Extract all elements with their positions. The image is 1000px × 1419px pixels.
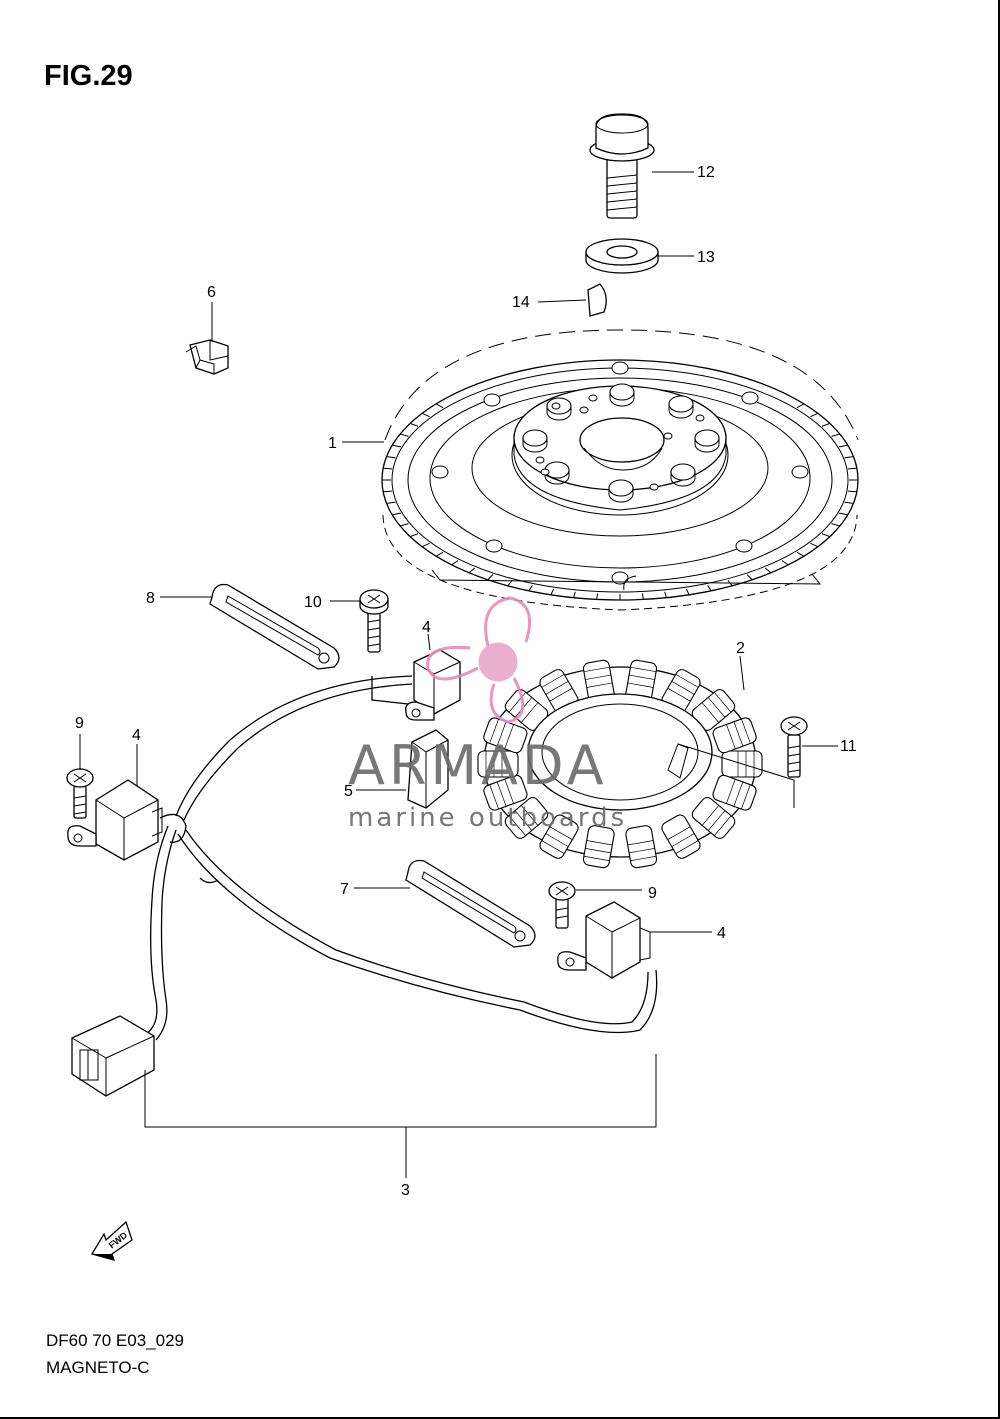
bracket-part-7[interactable] xyxy=(405,859,536,948)
harness-part-3[interactable] xyxy=(67,649,658,1097)
callout-3: 3 xyxy=(401,1182,410,1199)
callout-labels: 1 2 3 4 4 4 5 6 7 8 9 9 10 11 12 13 14 xyxy=(75,164,857,1199)
key-part-14[interactable] xyxy=(587,283,607,317)
washer-part-13[interactable] xyxy=(585,238,659,274)
callout-8: 8 xyxy=(146,590,155,607)
ring-gear-teeth xyxy=(382,403,858,600)
callout-13: 13 xyxy=(697,249,715,266)
flywheel-bolt-bosses xyxy=(522,383,720,503)
armada-watermark: ARMADA marine outboards xyxy=(348,596,627,833)
fwd-direction-arrow: FWD xyxy=(91,1220,133,1261)
flywheel-magnet-pins xyxy=(431,361,809,585)
figure-title: FIG.29 xyxy=(44,60,133,92)
screw-part-9-left[interactable] xyxy=(66,768,94,819)
callout-2: 2 xyxy=(736,640,745,657)
flywheel-part-1[interactable] xyxy=(381,329,859,611)
stator-part-2[interactable] xyxy=(477,659,763,869)
connector-upper[interactable] xyxy=(405,649,461,721)
holder-part-5[interactable] xyxy=(407,729,449,809)
leader-lines xyxy=(79,171,838,1178)
callout-14: 14 xyxy=(512,294,530,311)
stator-coil-poles xyxy=(477,659,763,869)
drawing-code: DF60 70 E03_029 xyxy=(46,1331,184,1350)
connector-left[interactable] xyxy=(67,779,163,861)
clamp-part-6[interactable] xyxy=(185,339,229,375)
callout-4-upper: 4 xyxy=(422,619,431,636)
callout-6: 6 xyxy=(207,284,216,301)
callout-4-right: 4 xyxy=(717,925,726,942)
callout-5: 5 xyxy=(344,783,353,800)
screw-part-11[interactable] xyxy=(780,716,808,778)
watermark-tagline: marine outboards xyxy=(348,803,627,833)
bracket-part-8[interactable] xyxy=(209,583,340,670)
screw-part-9-right[interactable] xyxy=(548,881,576,929)
harness-main-coupler[interactable] xyxy=(71,1015,155,1097)
callout-12: 12 xyxy=(697,164,715,181)
drawing-name: MAGNETO-C xyxy=(46,1358,150,1377)
propeller-logo-icon xyxy=(426,596,531,724)
callout-7: 7 xyxy=(340,881,349,898)
callout-9-right: 9 xyxy=(648,885,657,902)
callout-4-left: 4 xyxy=(132,727,141,744)
connector-right[interactable] xyxy=(557,901,651,979)
callout-1: 1 xyxy=(328,435,337,452)
callout-11: 11 xyxy=(840,738,857,755)
bolt-part-12[interactable] xyxy=(589,113,655,219)
callout-9-left: 9 xyxy=(75,715,84,732)
watermark-brand: ARMADA xyxy=(348,734,608,797)
callout-10: 10 xyxy=(304,594,322,611)
screw-part-10[interactable] xyxy=(359,589,389,653)
